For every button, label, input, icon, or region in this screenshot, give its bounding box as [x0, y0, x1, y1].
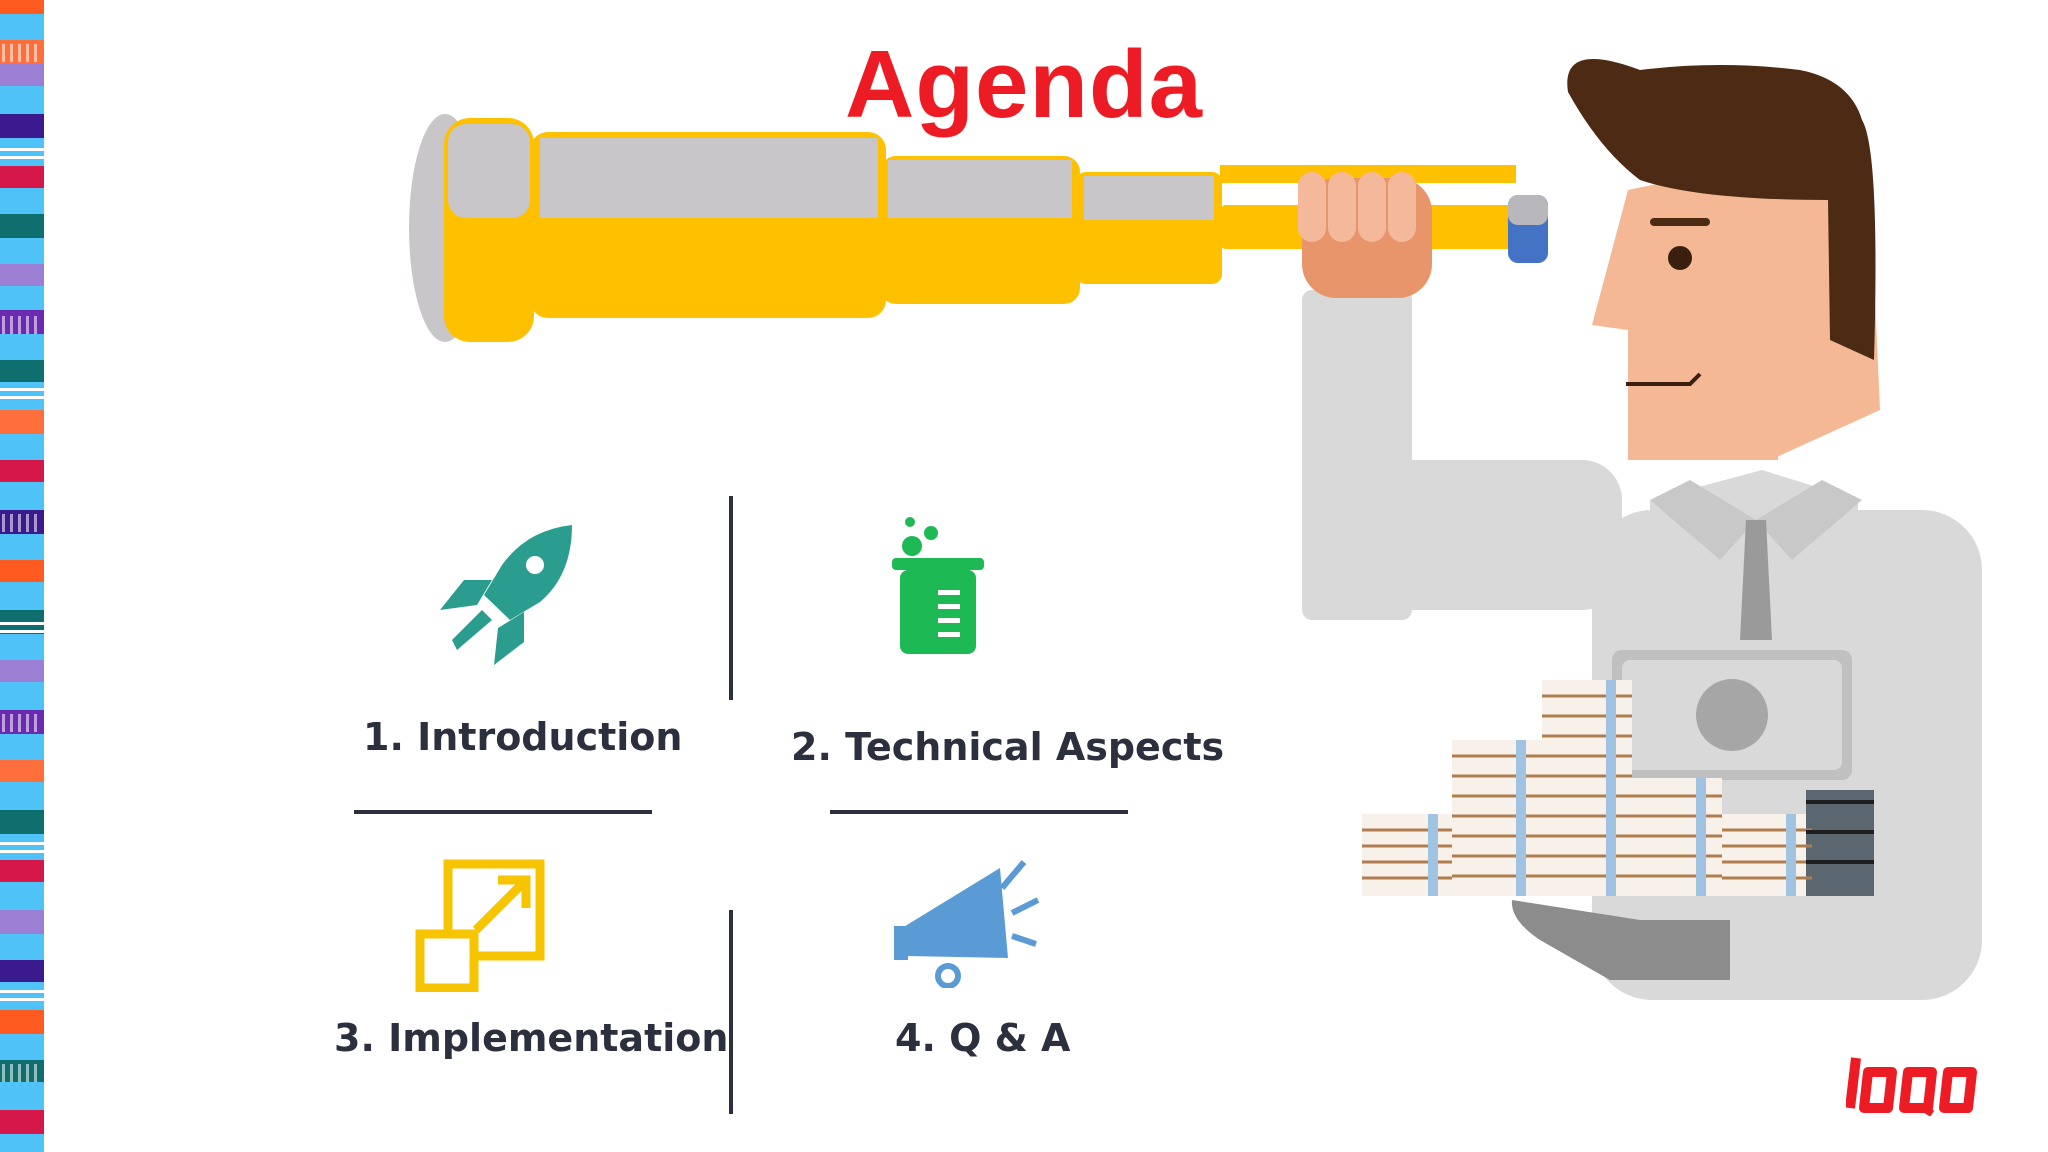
- horizontal-divider-right: [830, 810, 1128, 814]
- logo-icon: [1846, 1057, 1977, 1116]
- slide-title: Agenda: [845, 31, 1204, 138]
- agenda-item-introduction: 1. Introduction: [363, 715, 683, 759]
- horizontal-divider-left: [354, 810, 652, 814]
- expand-icon: [414, 858, 548, 997]
- vertical-divider-top: [729, 496, 733, 700]
- vertical-divider-bottom: [729, 910, 733, 1114]
- businessman-figure: [1298, 59, 1982, 1000]
- rocket-icon: [432, 520, 582, 675]
- beaker-icon: [888, 512, 998, 662]
- agenda-item-implementation: 3. Implementation: [334, 1016, 729, 1060]
- agenda-item-qa: 4. Q & A: [895, 1016, 1071, 1060]
- megaphone-icon: [890, 858, 1040, 993]
- telescope-icon: [409, 114, 1548, 342]
- decorative-stripe: [0, 0, 44, 1152]
- agenda-item-technical-aspects: 2. Technical Aspects: [791, 725, 1225, 769]
